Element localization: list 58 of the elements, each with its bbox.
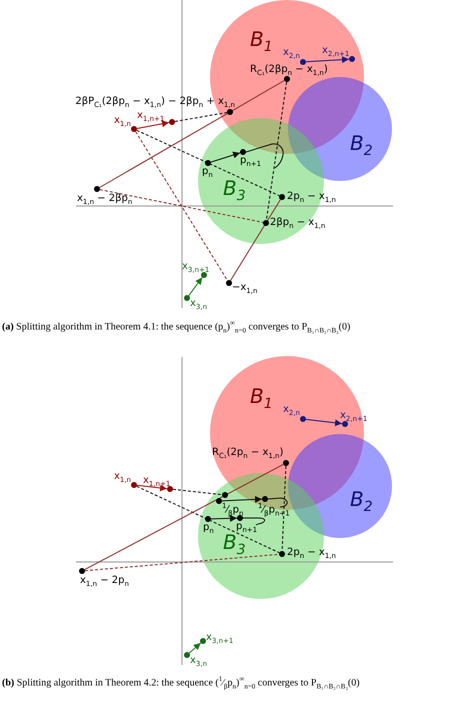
point-label: x$_{3,n}$ (190, 655, 208, 670)
connector-line (242, 518, 266, 526)
point-label: 2βp$_{n}$ − x$_{1,n}$ (270, 217, 326, 232)
connector-line (172, 488, 222, 496)
figure-caption: (a) Splitting algorithm in Theorem 4.1: the sequence (p$_{n}$)$^{∞}$$_{n=0}$ converges to P$_{B₁∩B₂∩B₃}$(0) (2, 318, 350, 336)
point-label: x$_{2,n}$ (282, 404, 300, 419)
connector-line (246, 143, 284, 168)
point-label: 2βP$_{C₁}$(2βp$_{n}$ − x$_{1,n}$) − 2βp$_{n}$ + x$_{1,n}$ (75, 96, 235, 111)
point-label: −x$_{1,n}$ (232, 282, 258, 297)
point-label: p$_{n}$ (202, 166, 213, 181)
point-label: x$_{2,n+1}$ (340, 410, 368, 425)
point-label: x$_{1,n+1}$ (137, 110, 164, 125)
connector-line (84, 464, 284, 570)
point-label: x$_{2,n}$ (282, 47, 300, 62)
point-label: x$_{1,n}$ − 2p$_{n}$ (80, 575, 129, 590)
point-label: x$_{1,n+1}$ (143, 475, 170, 490)
connector-line (136, 130, 280, 196)
connector-line (135, 131, 228, 281)
point-label: $^{1}$⁄$_{β}$p$_{n+1}$ (258, 501, 290, 520)
connector-line (84, 554, 280, 572)
connector-line (136, 486, 280, 554)
point-label: x$_{1,n}$ (114, 471, 131, 486)
arrow (222, 496, 262, 503)
point-label: x$_{2,n+1}$ (322, 45, 350, 60)
set-label: B$_{1}$ (250, 28, 273, 57)
point-label: 2p$_{n}$ − x$_{1,n}$ (287, 191, 336, 206)
point-label: 2p$_{n}$ − x$_{1,n}$ (287, 547, 336, 562)
arrow (306, 56, 350, 64)
point-label: R$_{C₁}$(2βp$_{n}$ − x$_{1,n}$) (250, 64, 328, 79)
connector-line (282, 466, 286, 552)
point-label: p$_{n+1}$ (240, 155, 262, 170)
point-label: $^{1}$⁄$_{β}$p$_{n}$ (222, 501, 244, 520)
point-marker (222, 492, 228, 498)
point-label: x$_{1,n}$ (114, 115, 131, 130)
connector-line (268, 498, 288, 508)
set-label: B$_{2}$ (350, 132, 373, 161)
set-label: B$_{1}$ (250, 385, 273, 414)
connector-line (99, 189, 264, 223)
arrow (136, 484, 168, 492)
figure-caption: (b) Splitting algorithm in Theorem 4.2: the sequence ($^{1}$⁄$_{β}$p$_{n}$)$^{∞}$$_{n=0}$ converges to P$_{B₁∩B₂∩B₃}$(0) (2, 674, 360, 692)
connector-line (174, 112, 228, 122)
arrow (136, 120, 170, 129)
point-label: x$_{3,n+1}$ (182, 261, 210, 276)
point-label: x$_{3,n+1}$ (206, 632, 234, 647)
connector-line (266, 82, 288, 220)
arrow (210, 152, 241, 163)
arrow (306, 418, 342, 426)
point-label: p$_{n}$ (203, 522, 214, 537)
set-label: B$_{2}$ (350, 488, 373, 517)
connector-line (99, 80, 285, 188)
arrow (210, 514, 238, 522)
arrow (188, 276, 203, 296)
arrow (188, 642, 202, 654)
set-label: B$_{3}$ (223, 177, 246, 206)
point-label: x$_{3,n}$ (190, 298, 208, 313)
connector-line (230, 199, 281, 281)
point-label: R$_{C₁}$(2p$_{n}$ − x$_{1,n}$) (212, 447, 284, 462)
point-label: x$_{1,n}$ − 2βp$_{n}$ (77, 193, 132, 208)
